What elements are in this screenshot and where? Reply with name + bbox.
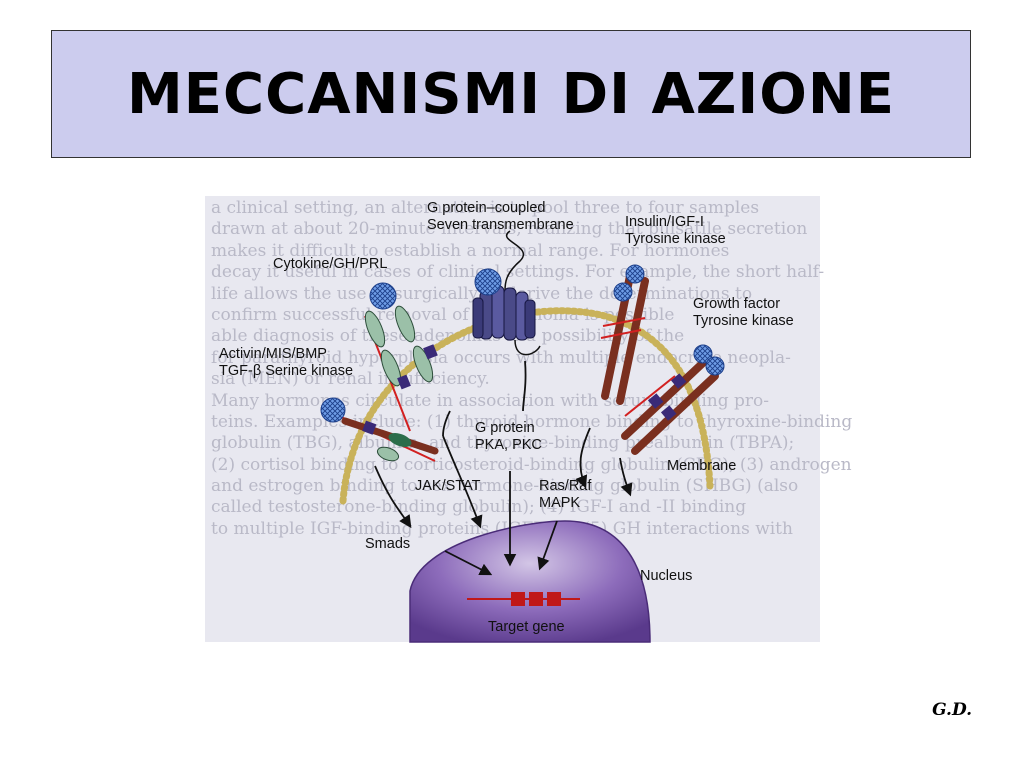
label-growth-factor: Growth factor Tyrosine kinase xyxy=(693,296,794,330)
rasraf-to-nucleus-arrow xyxy=(537,520,558,571)
label-gprotein-line1: G protein xyxy=(475,420,535,436)
background-line: drawn at about 20-minute intervals, real… xyxy=(211,219,808,240)
rasraf-arrow xyxy=(575,427,591,489)
background-line: to multiple IGF-binding proteins (IGFBPs… xyxy=(211,518,793,539)
background-text: a clinical setting, an alternative is to… xyxy=(205,196,852,642)
nucleus xyxy=(409,520,651,643)
author-signature: G.D. xyxy=(932,700,972,720)
label-insulin-line1: Insulin/IGF-I xyxy=(625,214,704,230)
label-insulin-line2: Tyrosine kinase xyxy=(625,231,726,247)
label-gpcr: G protein–coupled Seven transmembrane xyxy=(427,200,574,234)
slide-title: MECCANISMI DI AZIONE xyxy=(127,61,895,127)
gpcr-receptor xyxy=(472,230,541,356)
signaling-diagram xyxy=(320,230,725,643)
label-jakstat: JAK/STAT xyxy=(415,478,481,494)
background-line: Many hormones circulate in association w… xyxy=(211,390,769,411)
growth-factor-receptor xyxy=(621,344,725,455)
background-line: and estrogen binding to sex hormone-bind… xyxy=(211,476,799,497)
tgf-beta-receptor xyxy=(320,397,439,462)
jakstat-arrow xyxy=(442,435,483,529)
diagram-figure: a clinical setting, an alternative is to… xyxy=(205,196,852,643)
label-nucleus: Nucleus xyxy=(640,568,693,584)
label-activin: Activin/MIS/BMP TGF-β Serine kinase xyxy=(219,346,353,380)
gene-block xyxy=(529,592,543,606)
label-growth-line1: Growth factor xyxy=(693,296,781,312)
label-target-gene: Target gene xyxy=(488,619,565,635)
label-gpcr-line2: Seven transmembrane xyxy=(427,217,574,233)
jak-branch xyxy=(442,410,451,437)
background-line: decay it useful in cases of clinical set… xyxy=(211,262,825,283)
background-line: able diagnosis of these adenomas is a po… xyxy=(211,326,685,347)
background-line: a clinical setting, an alternative is to… xyxy=(211,198,760,218)
label-growth-line2: Tyrosine kinase xyxy=(693,313,794,329)
label-membrane: Membrane xyxy=(667,458,737,474)
label-gpcr-line1: G protein–coupled xyxy=(427,200,546,216)
label-rasraf-line2: MAPK xyxy=(539,495,581,511)
smads-arrow xyxy=(374,465,412,529)
smads-to-nucleus-arrow xyxy=(444,550,493,576)
title-box: MECCANISMI DI AZIONE xyxy=(51,30,971,158)
label-rasraf: Ras/Raf MAPK xyxy=(539,478,591,512)
label-g-protein: G protein PKA, PKC xyxy=(475,420,542,454)
label-rasraf-line1: Ras/Raf xyxy=(539,478,592,494)
cytokine-receptor xyxy=(364,282,438,432)
label-insulin: Insulin/IGF-I Tyrosine kinase xyxy=(625,214,726,248)
label-smads: Smads xyxy=(365,536,411,552)
label-activin-line2: TGF-β Serine kinase xyxy=(219,363,354,379)
gprotein-branch xyxy=(522,360,527,412)
label-cytokine: Cytokine/GH/PRL xyxy=(273,256,388,272)
background-line: makes it difficult to establish a normal… xyxy=(211,240,730,261)
label-gprotein-line2: PKA, PKC xyxy=(475,437,542,453)
background-line: (2) cortisol binding to corticosteroid-b… xyxy=(211,454,852,475)
gene-block xyxy=(511,592,525,606)
label-activin-line1: Activin/MIS/BMP xyxy=(219,346,327,362)
gene-block xyxy=(547,592,561,606)
growth-arrow xyxy=(619,457,633,497)
background-line: for parathyroid hyperplasia occurs with … xyxy=(211,347,791,368)
insulin-receptor xyxy=(600,264,649,405)
